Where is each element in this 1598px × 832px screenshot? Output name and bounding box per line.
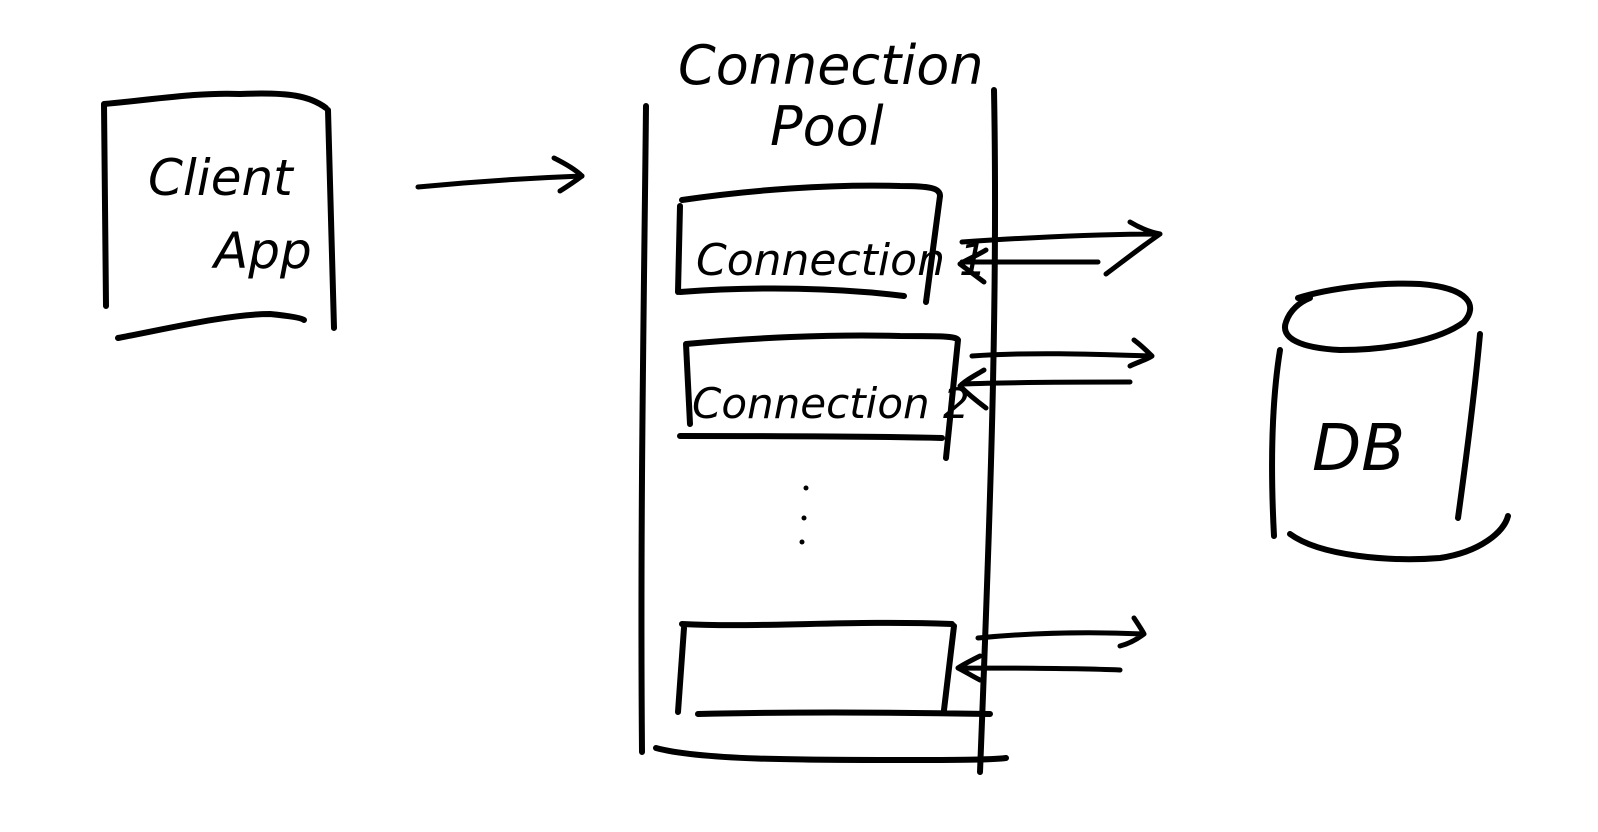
ellipsis-dot-2 — [801, 515, 807, 521]
connection-2-box: Connection 2 — [677, 332, 970, 461]
connection-1-box: Connection 1 — [675, 182, 987, 305]
ellipsis-dot-3 — [799, 539, 805, 545]
connection-1-db-arrows — [957, 219, 1163, 285]
connection-n-db-arrows — [955, 615, 1147, 683]
connection-2-incoming-arrow — [957, 367, 1133, 411]
database-left-side — [1269, 347, 1283, 539]
database-top-ellipse — [1282, 280, 1474, 353]
pool-title-line2: Pool — [770, 95, 884, 158]
pool-title-line1: Connection — [678, 34, 984, 97]
connection-1-outgoing-arrow — [959, 219, 1163, 277]
client-to-pool-arrow-shaft — [415, 173, 585, 190]
connection-1-box-outline — [675, 182, 943, 305]
database-right-side — [1455, 331, 1483, 521]
connection-2-label: Connection 2 — [692, 379, 970, 428]
client-app-node: Client App — [101, 90, 337, 341]
connection-n-incoming-arrow — [955, 653, 1123, 683]
connection-2-db-arrows — [957, 337, 1155, 411]
client-to-pool-arrow-head — [551, 155, 585, 194]
database-node: DB — [1269, 280, 1511, 563]
connection-2-box-outline — [677, 332, 961, 461]
client-app-box-outline — [101, 90, 337, 341]
connection-2-outgoing-arrow — [969, 337, 1155, 369]
client-app-label-line2: App — [211, 222, 312, 280]
ellipsis-dot-1 — [803, 485, 809, 491]
connection-n-box — [675, 619, 993, 717]
database-label: DB — [1312, 412, 1405, 486]
connection-1-incoming-arrow — [957, 247, 1101, 285]
client-to-pool-arrow — [415, 155, 585, 194]
more-connections-ellipsis — [799, 485, 809, 545]
database-bottom-curve — [1287, 513, 1511, 563]
connection-n-outgoing-arrow — [975, 615, 1147, 649]
connection-1-label: Connection 1 — [696, 235, 987, 286]
client-app-label-line1: Client — [148, 149, 295, 207]
pool-bottom-edge — [653, 745, 1009, 763]
pool-left-edge — [638, 103, 649, 755]
connection-n-box-outline — [675, 619, 993, 717]
